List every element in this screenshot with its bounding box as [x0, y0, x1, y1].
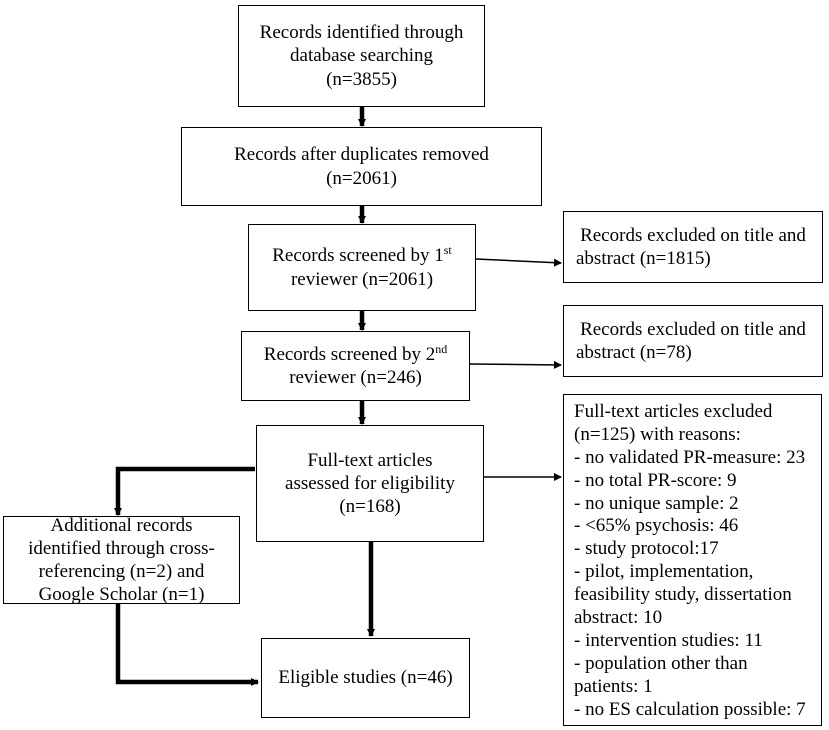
identified-line-2: database searching [290, 45, 433, 67]
screened2-line-2: reviewer (n=246) [289, 367, 422, 388]
arrow-screened2-to-excluded2 [469, 360, 562, 369]
exclusion-reason-line: - no validated PR-measure: 23 [574, 446, 806, 468]
exclusion-reason-line: - no unique sample: 2 [574, 492, 739, 514]
screened2-line-1: Records screened by 2nd [263, 341, 448, 365]
exclusion-reason-line: - pilot, implementation, [574, 561, 754, 583]
exclusion-reason-line: patients: 1 [574, 675, 653, 697]
connector-additional-to-eligible [115, 603, 259, 686]
excluded2-line-1: Records excluded on title and [580, 318, 806, 340]
excluded1-line-2: abstract (n=1815) [576, 248, 711, 269]
identified-line-1: Records identified through [259, 22, 464, 44]
box-records-identified: Records identified through database sear… [238, 5, 485, 107]
box-screened-first-reviewer: Records screened by 1st reviewer (n=2061… [248, 224, 476, 311]
additional-line-1: Additional records [50, 514, 193, 536]
exclusion-reason-line: (n=125) with reasons: [574, 423, 741, 445]
duplicates-line-2: (n=2061) [326, 167, 397, 189]
duplicates-line-1: Records after duplicates removed [234, 144, 489, 166]
exclusion-reason-line: Full-text articles excluded [574, 401, 773, 422]
excluded1-line-1: Records excluded on title and [580, 224, 806, 246]
box-excluded-title-abstract-1: Records excluded on title and abstract (… [563, 211, 823, 283]
excluded2-line-2: abstract (n=78) [576, 342, 692, 363]
exclusion-reason-line: - population other than [574, 652, 748, 674]
additional-line-2: identified through cross- [28, 537, 215, 559]
box-screened-second-reviewer: Records screened by 2nd reviewer (n=246) [241, 331, 470, 401]
exclusion-reason-line: - intervention studies: 11 [574, 629, 763, 651]
connector-fulltext-to-additional [114, 466, 255, 516]
exclusion-reason-line: - <65% psychosis: 46 [574, 515, 739, 537]
fulltext-line-2: assessed for eligibility [285, 472, 455, 494]
exclusion-reason-line: feasibility study, dissertation [574, 584, 792, 606]
box-excluded-title-abstract-2: Records excluded on title and abstract (… [563, 305, 823, 377]
screened1-line-1: Records screened by 1st [272, 243, 452, 267]
eligible-line-1: Eligible studies (n=46) [278, 667, 453, 689]
box-fulltext-assessed: Full-text articles assessed for eligibil… [256, 425, 484, 542]
fulltext-line-1: Full-text articles [307, 449, 433, 471]
box-duplicates-removed: Records after duplicates removed (n=2061… [181, 127, 542, 206]
identified-line-3: (n=3855) [326, 68, 397, 90]
arrow-screened1-to-excluded1 [475, 258, 562, 267]
exclusion-reason-line: - no total PR-score: 9 [574, 469, 737, 491]
exclusion-reason-line: - no ES calculation possible: 7 [574, 698, 806, 720]
additional-line-3: referencing (n=2) and [38, 561, 205, 582]
box-fulltext-excluded-reasons: Full-text articles excluded (n=125) with… [563, 394, 822, 726]
additional-line-4: Google Scholar (n=1) [38, 584, 205, 606]
box-additional-records: Additional records identified through cr… [3, 514, 240, 606]
exclusion-reason-line: abstract: 10 [574, 607, 663, 629]
box-eligible-studies: Eligible studies (n=46) [261, 638, 470, 718]
screened1-line-2: reviewer (n=2061) [290, 268, 434, 290]
fulltext-line-3: (n=168) [339, 496, 401, 518]
exclusion-reason-line: - study protocol:17 [574, 538, 719, 560]
